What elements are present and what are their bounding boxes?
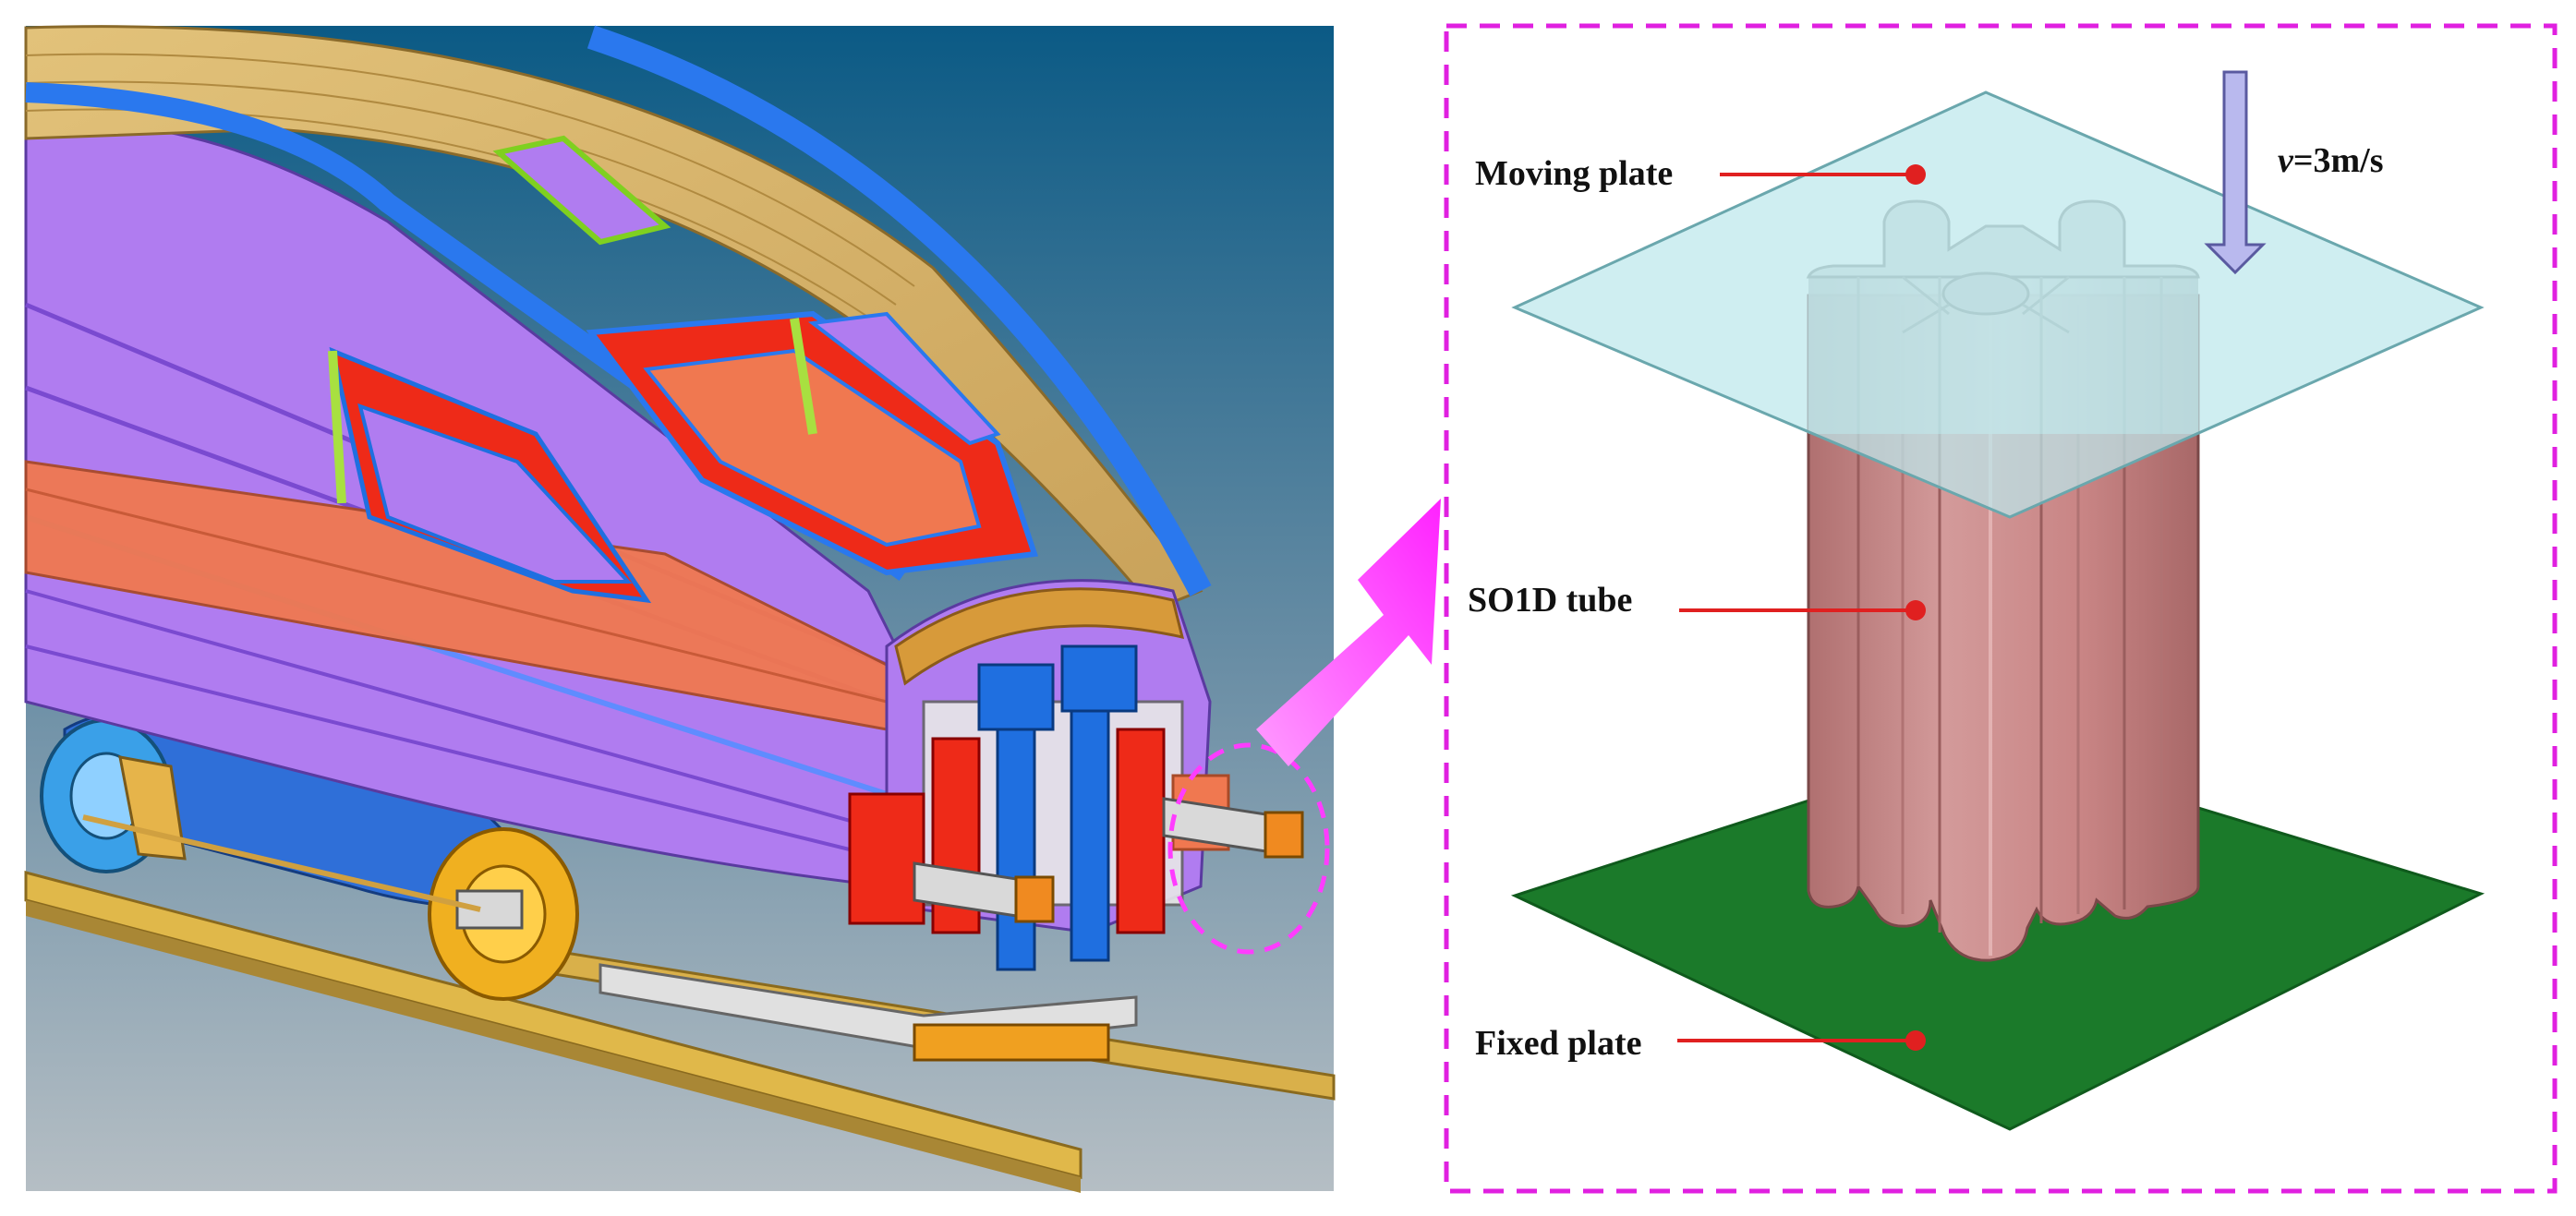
car-body bbox=[24, 25, 1304, 1062]
fixed-plate-label: Fixed plate bbox=[1475, 1024, 1641, 1063]
velocity-symbol: v bbox=[2278, 141, 2294, 180]
train-model-image bbox=[24, 25, 1336, 1193]
dot-marker-icon bbox=[1905, 1030, 1926, 1051]
down-arrow-icon bbox=[2204, 70, 2267, 275]
velocity-value: =3m/s bbox=[2293, 141, 2384, 180]
highlight-ellipse bbox=[1167, 742, 1330, 955]
tube-label: SO1D tube bbox=[1468, 581, 1632, 620]
moving-plate bbox=[1511, 90, 2485, 519]
pointer-arrow-icon bbox=[1256, 499, 1441, 766]
dot-marker-icon bbox=[1905, 600, 1926, 620]
fe-model-panel: v=3m/s Moving plate SO1D tube Fixed plat… bbox=[1444, 23, 2558, 1194]
anti-climber-structure bbox=[599, 644, 1304, 1062]
velocity-label: v=3m/s bbox=[2278, 141, 2384, 180]
moving-plate-label: Moving plate bbox=[1475, 154, 1673, 193]
dot-marker-icon bbox=[1905, 164, 1926, 185]
